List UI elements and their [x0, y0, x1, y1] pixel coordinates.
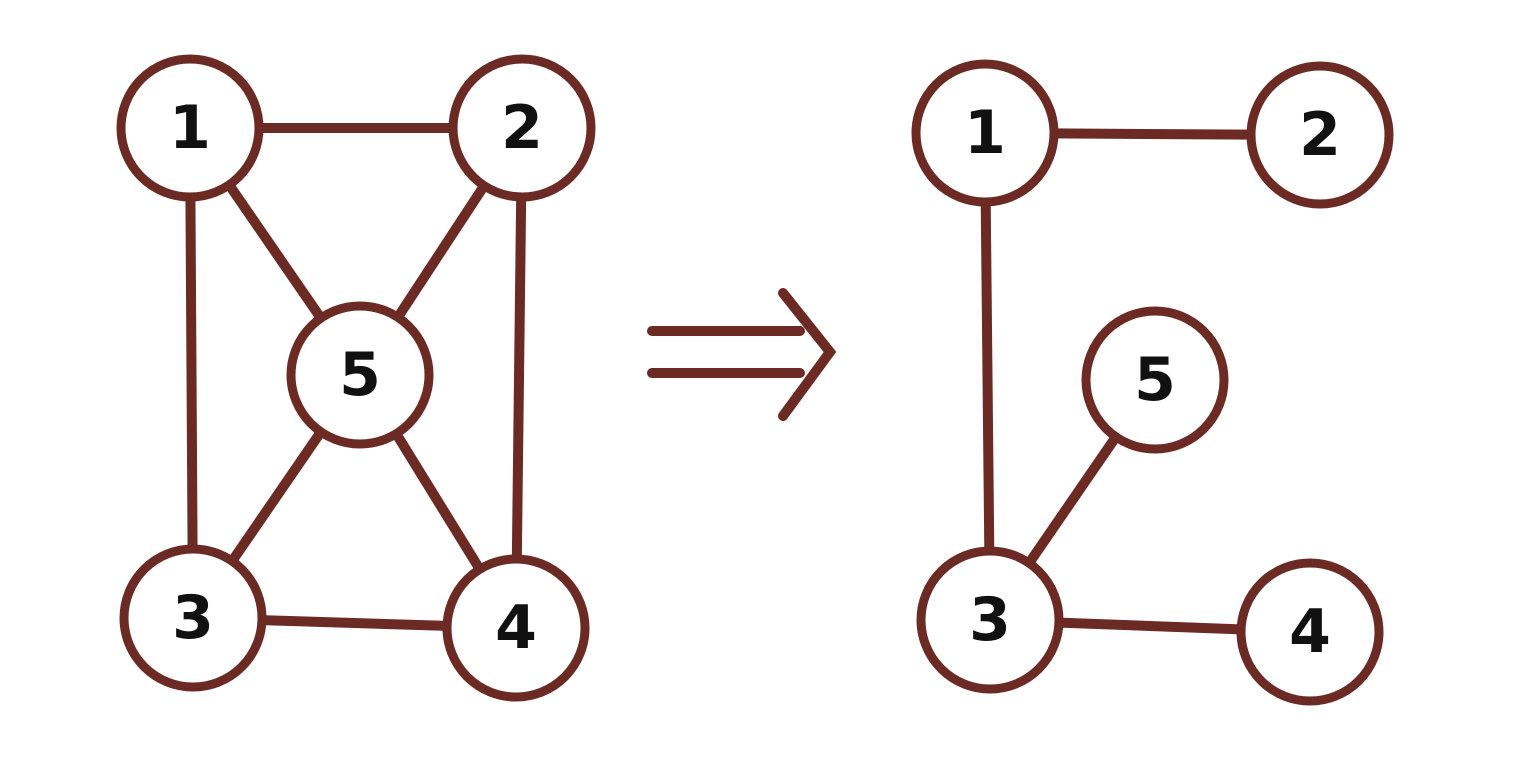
node-label: 1 — [964, 98, 1006, 168]
node-circle — [1236, 558, 1384, 706]
node-4: 4 — [1236, 558, 1384, 706]
original-graph: 1 2 5 3 4 — [116, 54, 596, 702]
node-label: 5 — [339, 340, 381, 410]
node-5: 5 — [286, 301, 434, 449]
node-1: 1 — [911, 59, 1059, 207]
node-circle — [119, 544, 267, 692]
edge-1-3 — [185, 127, 198, 619]
node-circle — [116, 54, 264, 202]
node-4: 4 — [442, 554, 590, 702]
node-1: 1 — [116, 54, 264, 202]
edge-1-3 — [980, 132, 995, 621]
implies-arrow-icon — [647, 288, 837, 421]
edge-2-4 — [511, 127, 527, 629]
node-label: 1 — [169, 93, 211, 163]
node-label: 4 — [495, 593, 537, 663]
node-circle — [448, 54, 596, 202]
node-circle — [911, 59, 1059, 207]
node-circle — [286, 301, 434, 449]
node-circle — [442, 554, 590, 702]
node-3: 3 — [916, 546, 1064, 694]
node-2: 2 — [1246, 61, 1394, 209]
node-5: 5 — [1081, 306, 1229, 454]
node-label: 3 — [969, 585, 1011, 655]
node-label: 5 — [1134, 345, 1176, 415]
node-label: 2 — [501, 93, 543, 163]
node-circle — [1246, 61, 1394, 209]
node-label: 3 — [172, 583, 214, 653]
spanning-tree: 1 2 5 3 4 — [911, 59, 1394, 706]
node-circle — [916, 546, 1064, 694]
node-2: 2 — [448, 54, 596, 202]
node-circle — [1081, 306, 1229, 454]
arrow-head — [778, 288, 837, 421]
node-label: 4 — [1289, 597, 1331, 667]
node-label: 2 — [1299, 100, 1341, 170]
node-3: 3 — [119, 544, 267, 692]
